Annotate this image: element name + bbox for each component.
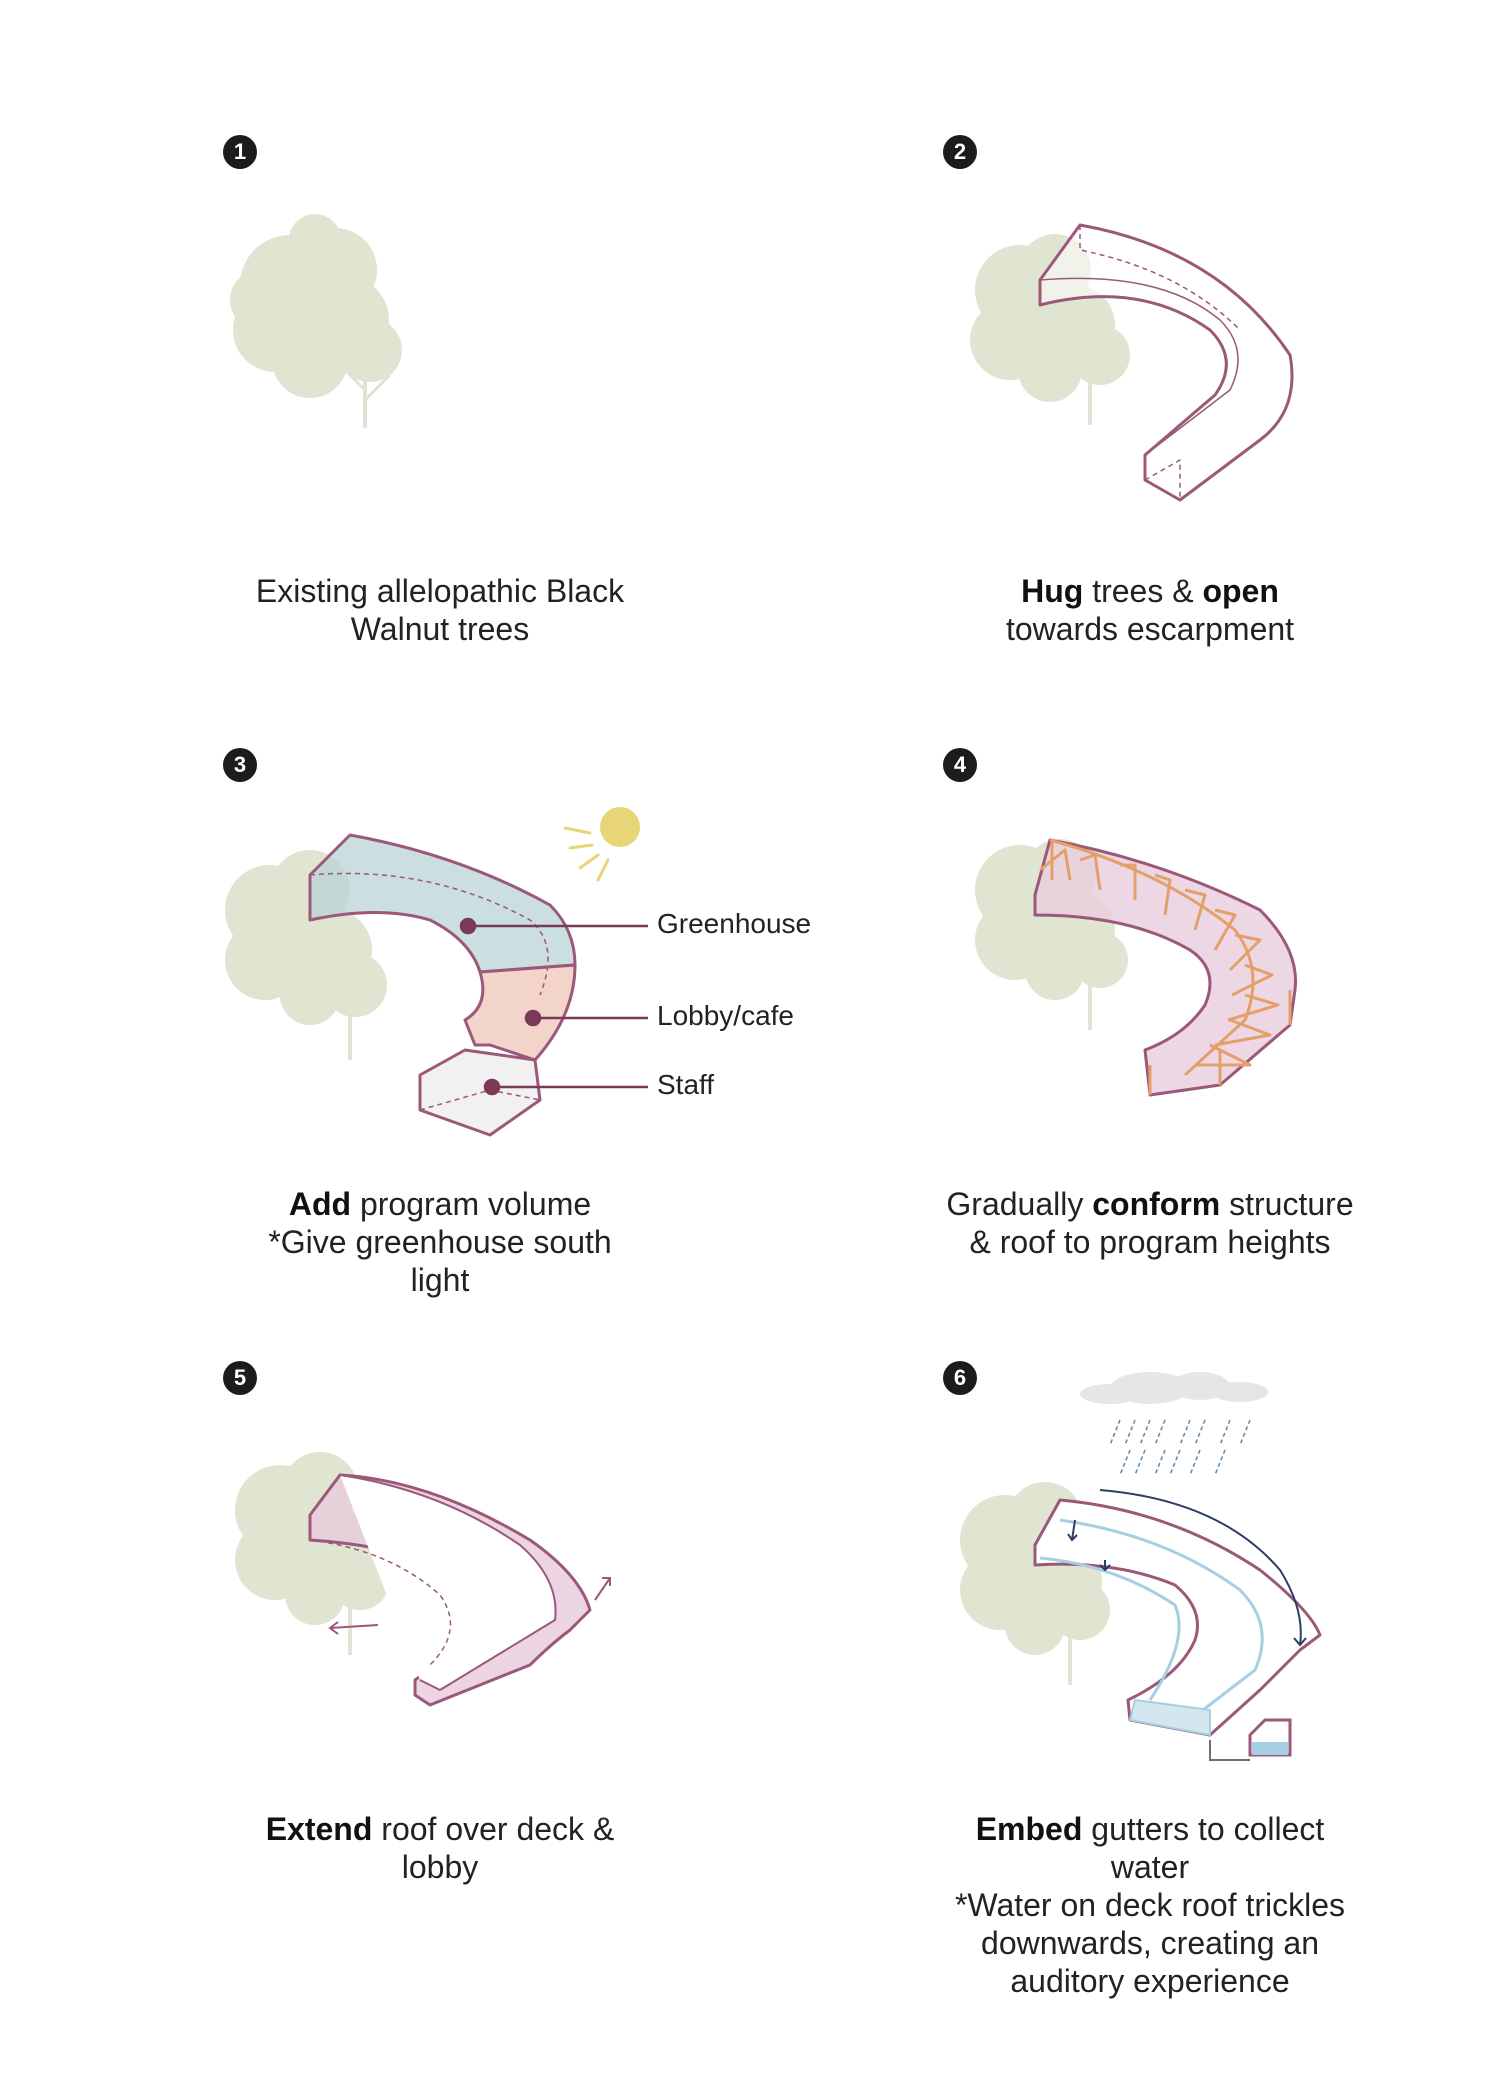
extend-arrow-icons: [328, 1577, 611, 1635]
step-4-badge: 4: [943, 748, 977, 782]
cloud-icon: [1080, 1372, 1268, 1404]
step-5-illustration: [235, 1452, 611, 1707]
lobby-label: Lobby/cafe: [657, 1000, 794, 1031]
program-volumes: [308, 833, 577, 1137]
step-3-illustration: [225, 807, 648, 1137]
step-6-badge: 6: [943, 1361, 977, 1395]
step-2-illustration: [970, 223, 1294, 502]
greenhouse-label: Greenhouse: [657, 908, 812, 939]
step-1-badge: 1: [223, 135, 257, 169]
roof-structure: [1033, 838, 1298, 1097]
step-3-badge: 3: [223, 748, 257, 782]
water-tank-icon: [1209, 1718, 1292, 1761]
rain-icon: [1109, 1419, 1251, 1476]
step-5-badge: 5: [223, 1361, 257, 1395]
step-4-illustration: [975, 838, 1298, 1097]
step-1-illustration: [230, 214, 402, 428]
step-3-caption: Add program volume *Give greenhouse sout…: [268, 1186, 612, 1298]
extended-roof: [308, 1473, 592, 1707]
sun-icon: [563, 807, 640, 882]
step-2-badge: 2: [943, 135, 977, 169]
step-6-caption: Embed gutters to collect water *Water on…: [954, 1811, 1346, 1999]
walnut-tree-icon: [230, 214, 402, 428]
step-2-caption: Hug trees & open towards escarpment: [1005, 573, 1295, 647]
staff-label: Staff: [657, 1069, 715, 1100]
building-volume: [1038, 223, 1294, 502]
step-6-illustration: [960, 1372, 1322, 1761]
step-4-caption: Gradually conform structure & roof to pr…: [946, 1186, 1354, 1260]
gutter-roof: [1033, 1498, 1322, 1737]
step-5-caption: Extend roof over deck & lobby: [265, 1811, 615, 1885]
water-flow-arrow-icons: [1067, 1489, 1307, 1647]
callout-lines: [459, 917, 648, 1096]
step-1-caption: Existing allelopathic Black Walnut trees: [255, 573, 625, 647]
